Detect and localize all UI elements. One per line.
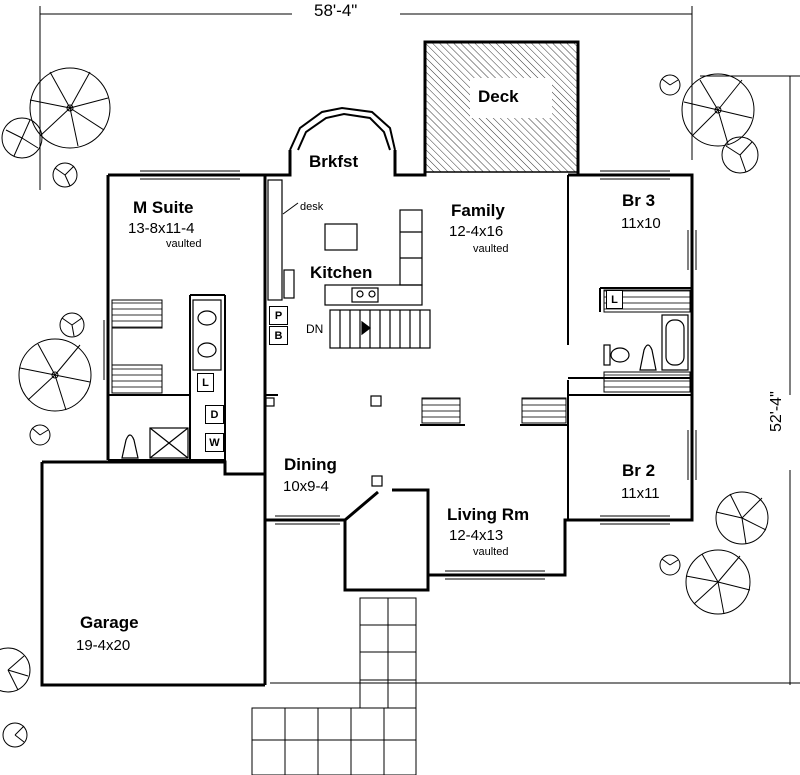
stairs: [329, 309, 431, 349]
linen-closet-1-label: L: [197, 373, 214, 392]
stairs-dn-label: DN: [306, 322, 324, 336]
exterior-walls: [40, 40, 694, 687]
family-name: Family: [451, 201, 505, 220]
deck-name: Deck: [478, 87, 519, 106]
tree-icon: [0, 647, 31, 693]
msuite-size: 13-8x11-4: [128, 220, 195, 237]
tree-icon: [29, 424, 51, 446]
closets: [111, 289, 691, 424]
tree-icon: [29, 67, 111, 149]
tree-icon: [1, 117, 43, 159]
interior-walls: [108, 175, 692, 520]
garage-name: Garage: [80, 613, 139, 632]
kitchen-fixtures: [267, 179, 423, 306]
msuite-note: vaulted: [166, 238, 202, 250]
dining-size: 10x9-4: [283, 478, 329, 495]
overall-width-label: 58'-4": [314, 1, 358, 20]
overall-depth-label: 52'-4": [768, 391, 785, 432]
tree-icon: [715, 491, 769, 545]
windows: [103, 170, 697, 580]
tree-icon: [721, 136, 759, 174]
tree-icon: [681, 73, 755, 147]
tree-icon: [659, 554, 681, 576]
linen-closet-2-label: L: [606, 290, 623, 309]
hall-bath-fixtures: [603, 314, 689, 371]
garage-size: 19-4x20: [76, 637, 131, 654]
br3-size: 11x10: [621, 215, 661, 232]
kitchen-desk-label: desk: [300, 201, 324, 213]
living-size: 12-4x13: [449, 527, 504, 544]
columns: [265, 395, 383, 487]
tree-icon: [59, 312, 85, 338]
dimension-lines: [39, 6, 800, 685]
dining-name: Dining: [284, 455, 337, 474]
msuite-name: M Suite: [133, 198, 194, 217]
family-size: 12-4x16: [449, 223, 504, 240]
living-name: Living Rm: [447, 505, 530, 524]
tree-icon: [659, 74, 681, 96]
pantry-p-label: P: [269, 306, 288, 325]
desk-leader: [282, 202, 299, 215]
brkfst-name: Brkfst: [309, 152, 359, 171]
tree-icon: [685, 549, 751, 615]
front-walkway: [251, 589, 428, 775]
kitchen-name: Kitchen: [310, 263, 373, 282]
landscape-trees: [0, 67, 769, 748]
br2-name: Br 2: [622, 461, 656, 480]
deck-label-mask: [470, 78, 552, 118]
family-note: vaulted: [473, 243, 509, 255]
master-bath-fixtures: [121, 299, 222, 459]
washer-label: W: [205, 433, 224, 452]
dryer-label: D: [205, 405, 224, 424]
breakfast-bay-window: [289, 106, 396, 151]
tree-icon: [18, 338, 92, 412]
living-note: vaulted: [473, 546, 509, 558]
br2-size: 11x11: [621, 485, 660, 502]
pantry-b-label: B: [269, 326, 288, 345]
tree-icon: [52, 162, 78, 188]
br3-name: Br 3: [622, 191, 656, 210]
tree-icon: [2, 722, 28, 748]
